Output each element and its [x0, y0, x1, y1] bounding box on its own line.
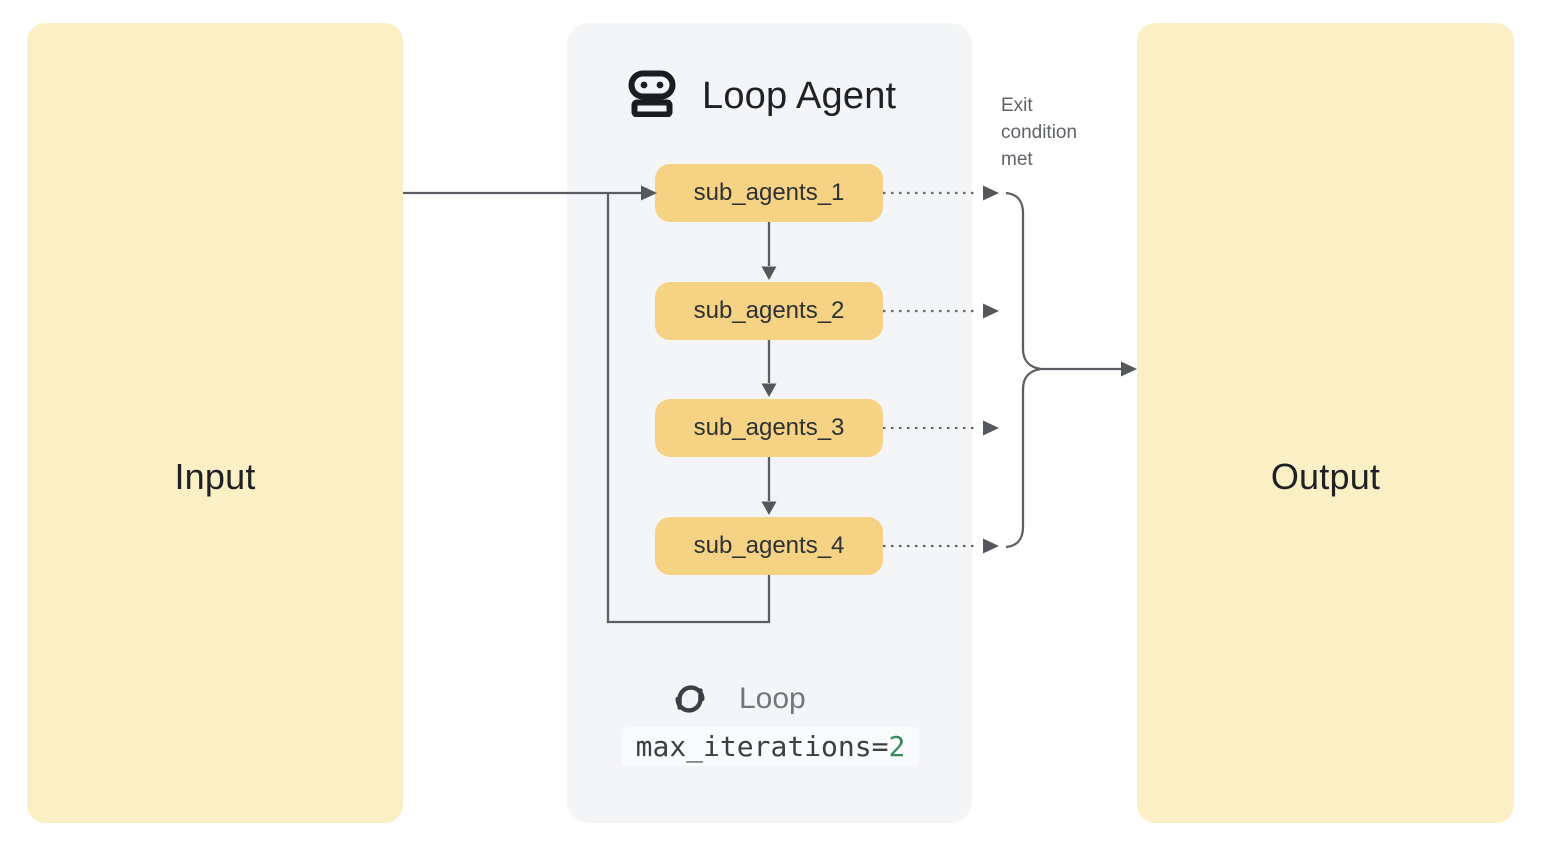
- sub-agent-1-label: sub_agents_1: [693, 179, 845, 206]
- sub-agent-4-label: sub_agents_4: [693, 532, 845, 559]
- loop-label: Loop: [739, 682, 806, 715]
- max-iterations-prefix: max_iterations=: [635, 730, 889, 763]
- loop-indicator: Loop: [567, 678, 972, 720]
- robot-icon: [628, 70, 676, 122]
- max-iterations-value: 2: [888, 730, 906, 763]
- loop-agent-title: Loop Agent: [702, 74, 897, 117]
- arrowhead-exit-4: [983, 538, 999, 554]
- max-iterations-code: max_iterations=2: [622, 727, 919, 766]
- sub-agent-4-node: sub_agents_4: [655, 517, 883, 575]
- loop-agent-panel: Loop Agent sub_agents_1 sub_agents_2 sub…: [567, 23, 972, 823]
- input-box: Input: [27, 23, 403, 823]
- sub-agent-2-label: sub_agents_2: [693, 297, 845, 324]
- arrowhead-output: [1121, 361, 1137, 377]
- input-label: Input: [174, 456, 256, 497]
- sub-agent-3-label: sub_agents_3: [693, 414, 845, 441]
- loop-icon: [671, 680, 709, 723]
- output-box: Output: [1137, 23, 1514, 823]
- sub-agent-3-node: sub_agents_3: [655, 399, 883, 457]
- sub-agent-1-node: sub_agents_1: [655, 164, 883, 222]
- sub-agent-2-node: sub_agents_2: [655, 282, 883, 340]
- loop-agent-header: Loop Agent: [628, 70, 896, 122]
- arrowhead-exit-2: [983, 303, 999, 319]
- output-label: Output: [1270, 456, 1381, 497]
- exit-condition-note: Exit condition met: [1001, 95, 1078, 170]
- arrowhead-exit-3: [983, 420, 999, 436]
- arrowhead-exit-1: [983, 185, 999, 201]
- merge-brace: [1005, 191, 1042, 549]
